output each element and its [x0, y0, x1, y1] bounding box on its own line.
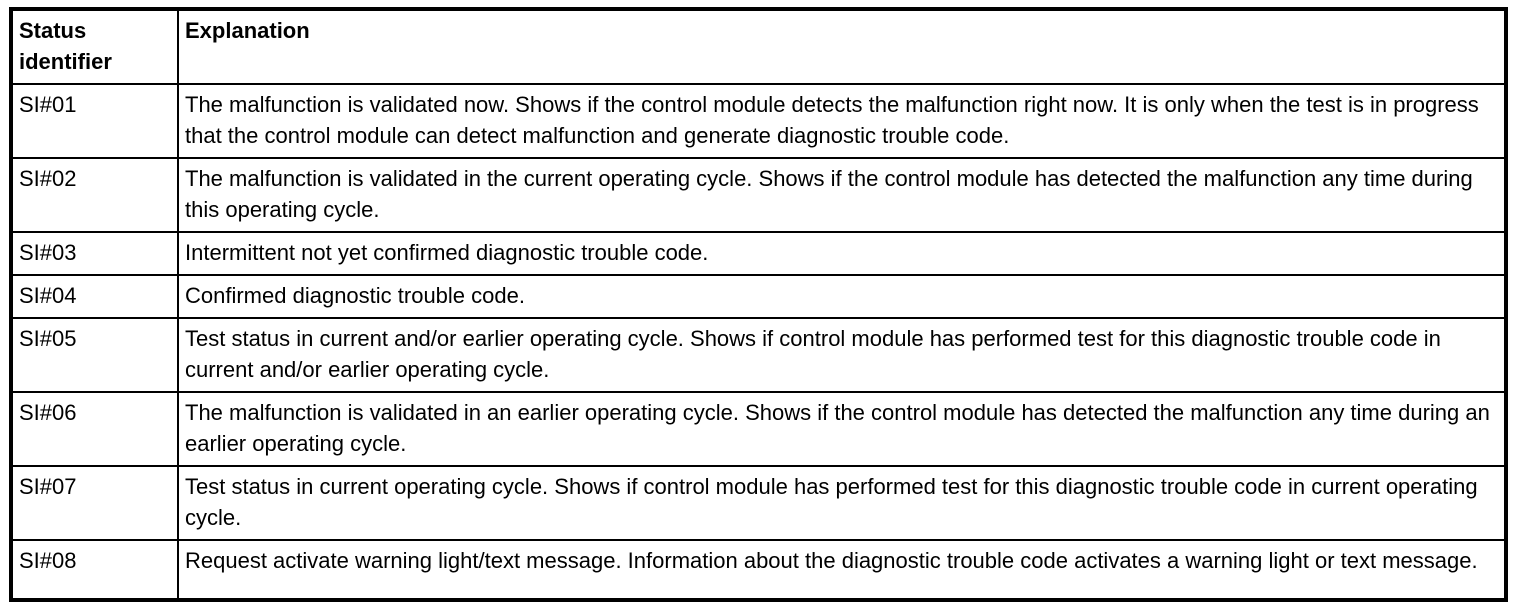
- status-identifier-cell: SI#08: [10, 539, 179, 601]
- status-identifier-cell: SI#04: [10, 274, 179, 319]
- explanation-cell: The malfunction is validated now. Shows …: [177, 83, 1507, 159]
- header-row: Status identifier Explanation: [10, 8, 1507, 85]
- status-identifier-cell: SI#02: [10, 157, 179, 233]
- column-header-explanation: Explanation: [177, 8, 1507, 85]
- status-identifier-cell: SI#03: [10, 231, 179, 276]
- explanation-cell: The malfunction is validated in the curr…: [177, 157, 1507, 233]
- table-row: SI#02 The malfunction is validated in th…: [10, 157, 1507, 233]
- explanation-cell: Confirmed diagnostic trouble code.: [177, 274, 1507, 319]
- column-header-status-identifier: Status identifier: [10, 8, 179, 85]
- status-identifier-cell: SI#01: [10, 83, 179, 159]
- table-row: SI#06 The malfunction is validated in an…: [10, 391, 1507, 467]
- explanation-cell: Test status in current and/or earlier op…: [177, 317, 1507, 393]
- table-row: SI#08 Request activate warning light/tex…: [10, 539, 1507, 601]
- status-identifier-table: Status identifier Explanation SI#01 The …: [9, 7, 1508, 602]
- table-row: SI#07 Test status in current operating c…: [10, 465, 1507, 541]
- status-identifier-cell: SI#06: [10, 391, 179, 467]
- table-row: SI#01 The malfunction is validated now. …: [10, 83, 1507, 159]
- status-identifier-cell: SI#07: [10, 465, 179, 541]
- status-identifier-cell: SI#05: [10, 317, 179, 393]
- table-row: SI#04 Confirmed diagnostic trouble code.: [10, 274, 1507, 319]
- explanation-cell: The malfunction is validated in an earli…: [177, 391, 1507, 467]
- explanation-cell: Test status in current operating cycle. …: [177, 465, 1507, 541]
- table-row: SI#03 Intermittent not yet confirmed dia…: [10, 231, 1507, 276]
- explanation-cell: Intermittent not yet confirmed diagnosti…: [177, 231, 1507, 276]
- table-row: SI#05 Test status in current and/or earl…: [10, 317, 1507, 393]
- explanation-cell: Request activate warning light/text mess…: [177, 539, 1507, 601]
